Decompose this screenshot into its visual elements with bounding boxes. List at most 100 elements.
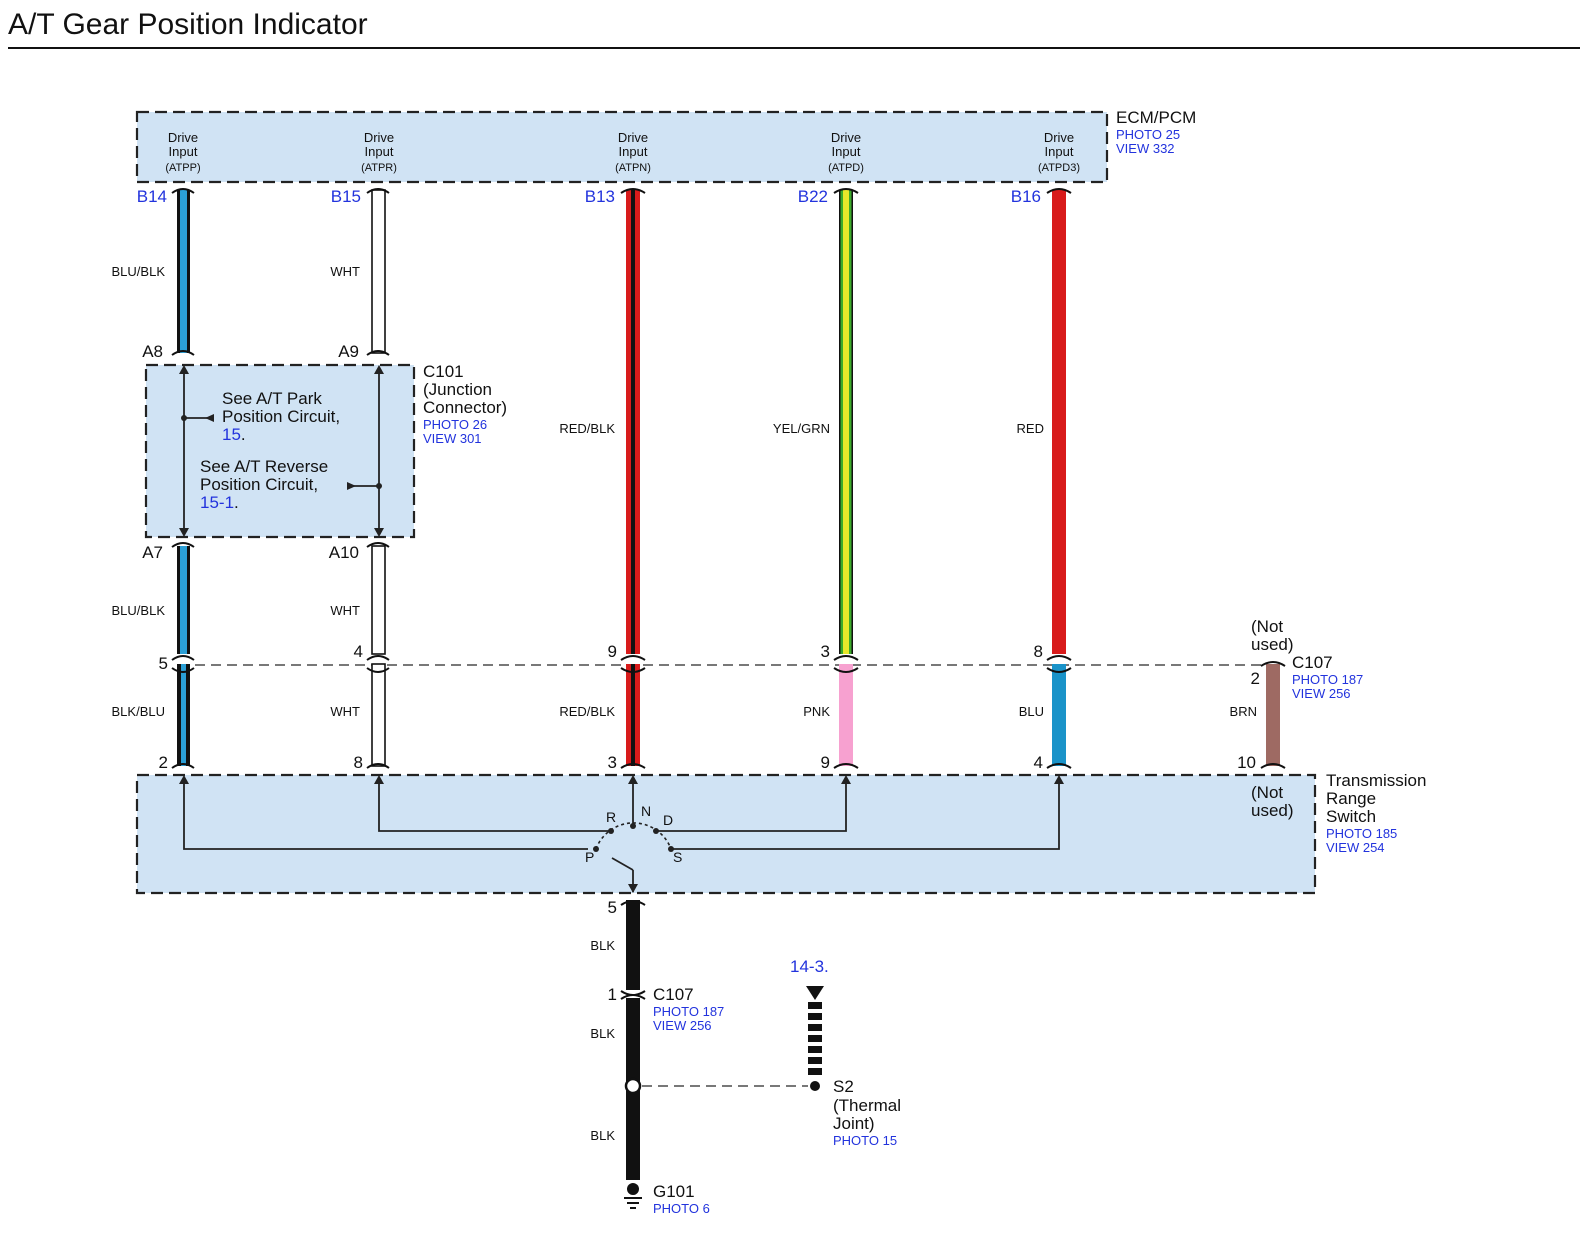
wire-label-brn-lower: BRN	[1230, 704, 1257, 719]
s2-ref-link[interactable]: 14-3.	[790, 957, 829, 976]
c101-park-ref-line1: See A/T Park	[222, 389, 322, 408]
ecm-pcm-view[interactable]: VIEW 332	[1116, 141, 1175, 156]
c101-park-ref-line2: Position Circuit,	[222, 407, 340, 426]
wire-label-blu-lower: BLU	[1019, 704, 1044, 719]
trs-pos-d: D	[663, 812, 673, 828]
ecm-input-atpp-line2: Input	[169, 144, 198, 159]
wire-label-blk-2: BLK	[590, 1026, 615, 1041]
wire-wht-upper	[371, 189, 386, 354]
c107-ground-photo[interactable]: PHOTO 187	[653, 1004, 724, 1019]
wire-label-blu-blk-middle: BLU/BLK	[112, 603, 166, 618]
wire-label-wht-lower: WHT	[330, 704, 360, 719]
c101-reverse-ref-link[interactable]: 15-1	[200, 493, 234, 512]
c107-pin-3: 3	[821, 642, 830, 661]
s2-name: S2	[833, 1077, 854, 1096]
c101-reverse-ref-suffix: .	[234, 493, 239, 512]
ecm-input-atpd3-code: (ATPD3)	[1038, 162, 1080, 174]
ecm-input-atpr-line1: Drive	[364, 130, 394, 145]
trs-pin-8: 8	[354, 753, 363, 772]
trs-internal-circuit	[179, 775, 1064, 893]
c107-ground-name: C107	[653, 985, 694, 1004]
wire-red-upper	[1052, 190, 1066, 654]
c107-pin-8: 8	[1034, 642, 1043, 661]
pin-b13: B13	[585, 187, 615, 206]
wire-pnk-lower	[839, 664, 853, 766]
c101-reverse-splice	[376, 483, 382, 489]
wire-label-yel-grn-upper: YEL/GRN	[773, 421, 830, 436]
s2-desc-line1: (Thermal	[833, 1096, 901, 1115]
wire-label-red-upper: RED	[1017, 421, 1044, 436]
c101-arrow-a8	[179, 365, 189, 374]
c101-arrow-a10	[374, 528, 384, 537]
ecm-input-atpn-line2: Input	[619, 144, 648, 159]
wire-blu-lower	[1052, 664, 1066, 766]
wire-blu-blk-middle	[177, 546, 190, 654]
wire-red-blk-lower	[626, 664, 640, 766]
trs-photo[interactable]: PHOTO 185	[1326, 826, 1397, 841]
wire-yel-grn-upper	[839, 190, 853, 654]
c101-pin-a10: A10	[329, 543, 359, 562]
c101-pin-a7: A7	[142, 543, 163, 562]
trs-name-line2: Range	[1326, 789, 1376, 808]
pin-b22: B22	[798, 187, 828, 206]
trs-pin-4: 4	[1034, 753, 1043, 772]
s2-photo[interactable]: PHOTO 15	[833, 1133, 897, 1148]
wire-blk-blu-lower	[177, 664, 190, 766]
c101-park-ref-link[interactable]: 15	[222, 425, 241, 444]
trs-pin-2: 2	[159, 753, 168, 772]
ecm-input-atpp-line1: Drive	[168, 130, 198, 145]
wire-label-blk-3: BLK	[590, 1128, 615, 1143]
wire-red-blk-upper	[626, 190, 640, 654]
c101-name: C101	[423, 362, 464, 381]
c101-view[interactable]: VIEW 301	[423, 431, 482, 446]
g101-photo[interactable]: PHOTO 6	[653, 1201, 710, 1216]
c101-photo[interactable]: PHOTO 26	[423, 417, 487, 432]
s2-junction-dot	[810, 1081, 820, 1091]
c107-pin-5: 5	[159, 654, 168, 673]
g101-name: G101	[653, 1182, 695, 1201]
ecm-pcm-name: ECM/PCM	[1116, 108, 1196, 127]
c101-reverse-ref-arrow	[347, 482, 356, 490]
wire-label-blk-blu-lower: BLK/BLU	[112, 704, 165, 719]
ecm-input-atpd3-line1: Drive	[1044, 130, 1074, 145]
c107-not-used-line1: (Not	[1251, 617, 1283, 636]
c107-view[interactable]: VIEW 256	[1292, 686, 1351, 701]
c101-park-splice	[181, 415, 187, 421]
s2-dashed-thick-wire	[806, 986, 824, 1075]
c107-ground-pin-1: 1	[608, 985, 617, 1004]
trs-pin-10: 10	[1237, 753, 1256, 772]
ecm-pcm-photo[interactable]: PHOTO 25	[1116, 127, 1180, 142]
ecm-input-atpr-code: (ATPR)	[361, 162, 397, 174]
ecm-input-atpr-line2: Input	[365, 144, 394, 159]
connector-brackets	[171, 188, 1286, 769]
wire-wht-middle	[371, 545, 386, 655]
wire-label-pnk-lower: PNK	[803, 704, 830, 719]
wire-brn-lower	[1266, 664, 1280, 766]
c107-ground-view[interactable]: VIEW 256	[653, 1018, 712, 1033]
c101-pin-a8: A8	[142, 342, 163, 361]
s2-desc-line2: Joint)	[833, 1114, 875, 1133]
c101-park-ref-arrow	[205, 414, 214, 422]
trs-view[interactable]: VIEW 254	[1326, 840, 1385, 855]
c101-arrow-a7	[179, 528, 189, 537]
c107-photo[interactable]: PHOTO 187	[1292, 672, 1363, 687]
trs-pos-p: P	[585, 849, 594, 865]
trs-pin-9: 9	[821, 753, 830, 772]
c101-box	[144, 363, 416, 539]
ground-icon	[624, 1183, 642, 1209]
c101-park-ref-suffix: .	[241, 425, 246, 444]
trs-pos-n: N	[641, 803, 651, 819]
c101-reverse-ref-link-line: 15-1.	[200, 493, 239, 512]
c101-reverse-ref-line1: See A/T Reverse	[200, 457, 328, 476]
trs-name-line3: Switch	[1326, 807, 1376, 826]
c107-ground-bracket-bottom	[620, 994, 646, 1000]
c101-park-ref-link-line: 15.	[222, 425, 246, 444]
wire-label-red-blk-upper: RED/BLK	[559, 421, 615, 436]
title-rule	[8, 47, 1580, 49]
ecm-input-atpn-line1: Drive	[618, 130, 648, 145]
c107-not-used-line2: used)	[1251, 635, 1294, 654]
s2-splice-point	[624, 1077, 642, 1095]
ecm-input-atpd-code: (ATPD)	[828, 162, 864, 174]
c101-desc-line1: (Junction	[423, 380, 492, 399]
